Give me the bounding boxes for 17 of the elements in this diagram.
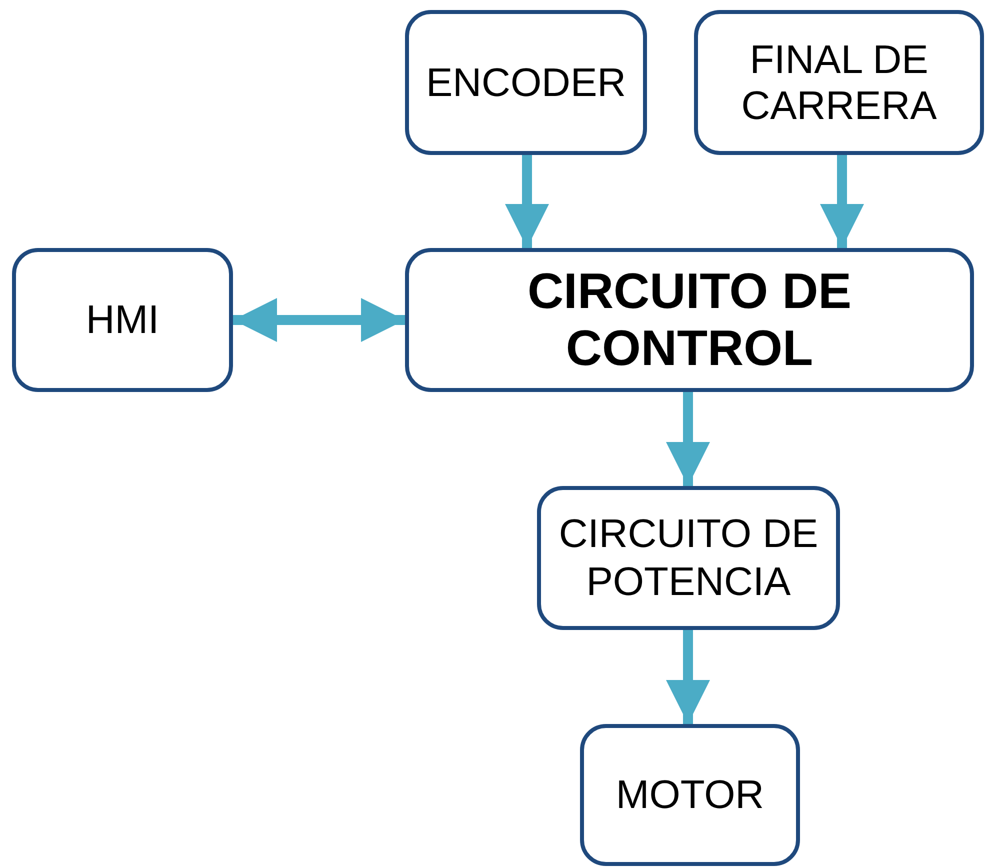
box-label: CIRCUITO DE CONTROL: [526, 262, 853, 378]
process-box: [12, 248, 233, 392]
process-box: [405, 10, 647, 155]
arrow: [505, 155, 549, 248]
box-label: CIRCUITO DE POTENCIA: [558, 511, 820, 606]
arrow: [820, 155, 864, 248]
process-box: [580, 724, 800, 866]
arrow: [666, 630, 710, 724]
process-box: [405, 248, 974, 392]
box-label: HMI: [86, 297, 160, 344]
process-box: [537, 486, 840, 630]
box-label: ENCODER: [426, 60, 626, 106]
process-box: [694, 10, 984, 155]
arrow: [666, 392, 710, 486]
arrow: [233, 298, 405, 342]
box-label: FINAL DE CARRERA: [740, 36, 938, 128]
box-label: MOTOR: [616, 772, 764, 819]
